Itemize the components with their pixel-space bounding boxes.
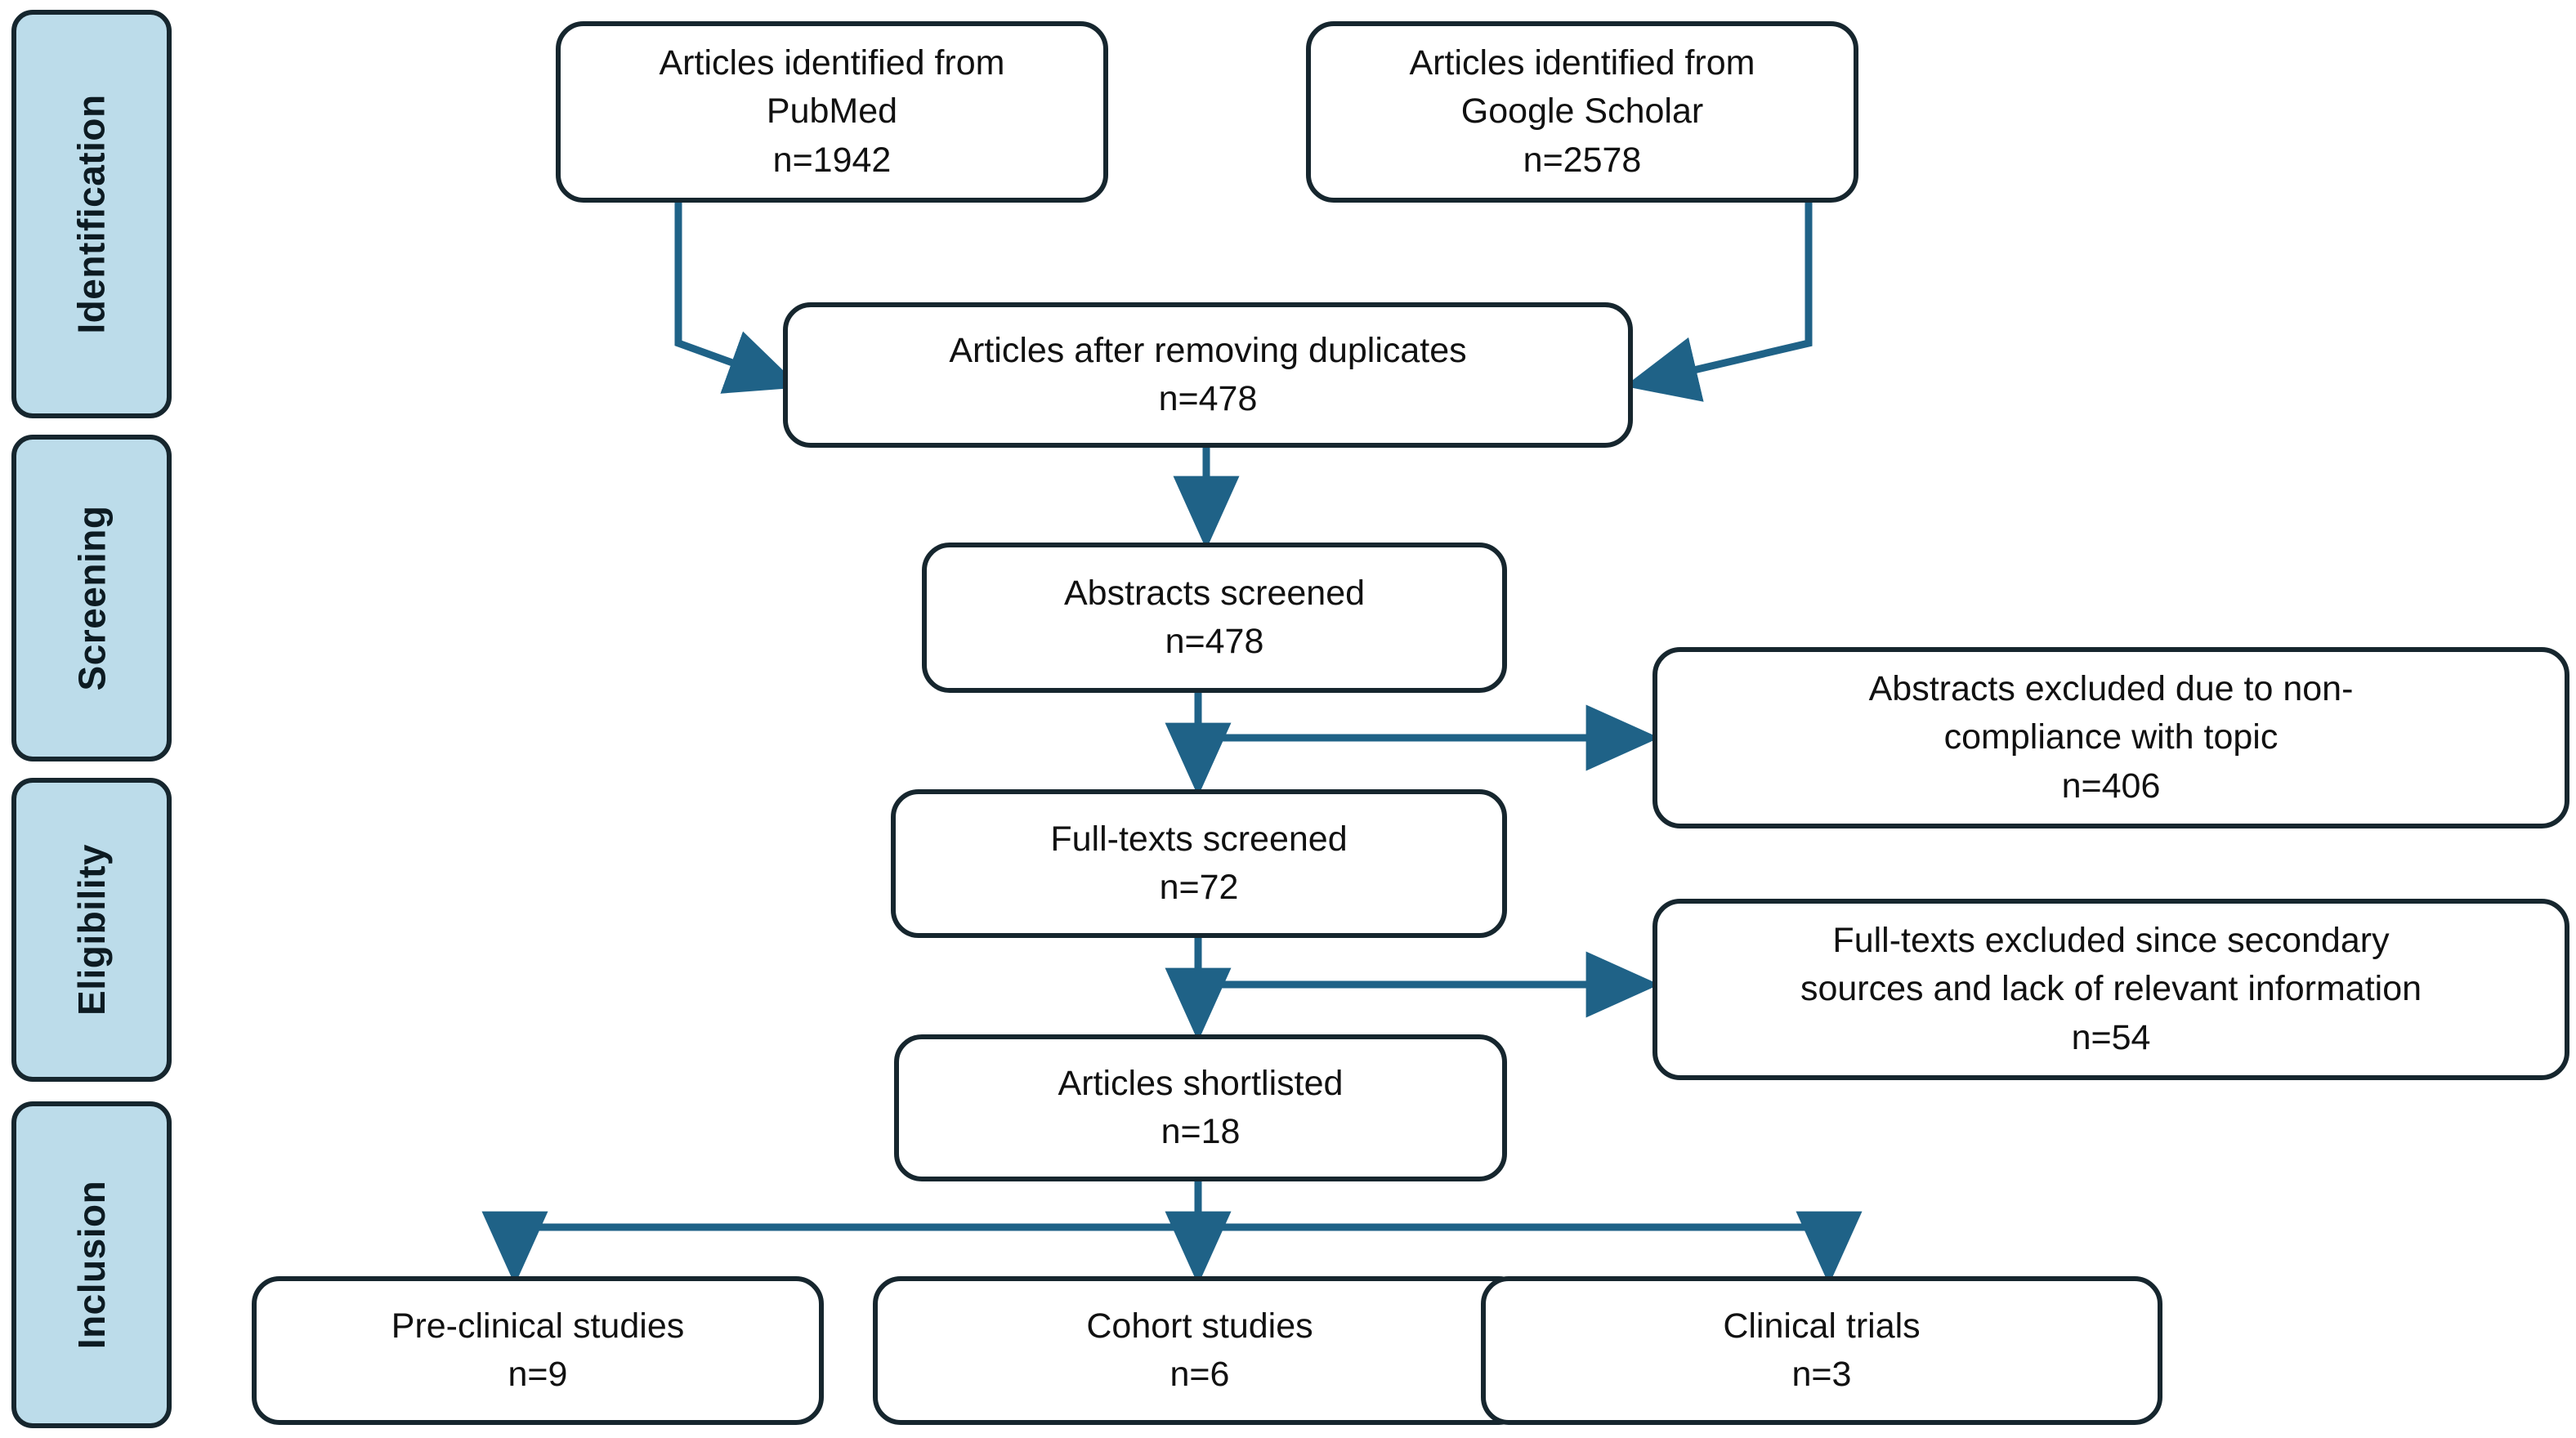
- node-abstracts-excluded: Abstracts excluded due to non- complianc…: [1652, 647, 2569, 828]
- node-preclinical-studies: Pre-clinical studies n=9: [252, 1276, 824, 1425]
- connector-bus-to-trials: [1198, 1211, 1863, 1285]
- node-after-removing-duplicates: Articles after removing duplicates n=478: [783, 302, 1633, 448]
- connector-scholar-to-duplicates: [1624, 203, 1813, 402]
- node-duplicates-line1: Articles after removing duplicates: [949, 330, 1467, 370]
- node-cohort-studies: Cohort studies n=6: [873, 1276, 1527, 1425]
- node-preclinical-count: n=9: [508, 1355, 568, 1394]
- node-fulltexts-excluded-line2: sources and lack of relevant information: [1800, 969, 2422, 1009]
- node-google-scholar-line1: Articles identified from: [1409, 43, 1755, 83]
- node-google-scholar-count: n=2578: [1523, 140, 1642, 180]
- stage-identification: Identification: [11, 10, 172, 418]
- node-abstracts-excluded-line2: compliance with topic: [1943, 717, 2279, 757]
- node-abstracts-line1: Abstracts screened: [1063, 573, 1366, 613]
- node-clinical-trials: Clinical trials n=3: [1481, 1276, 2162, 1425]
- stage-eligibility-label: Eligibility: [70, 844, 113, 1016]
- node-google-scholar: Articles identified from Google Scholar …: [1306, 21, 1858, 203]
- node-trials-count: n=3: [1791, 1355, 1852, 1394]
- stage-inclusion: Inclusion: [11, 1101, 172, 1428]
- connector-pubmed-to-duplicates: [674, 203, 801, 394]
- node-shortlisted-line1: Articles shortlisted: [1058, 1063, 1344, 1103]
- node-pubmed-line1: Articles identified from: [659, 43, 1005, 83]
- node-cohort-count: n=6: [1169, 1355, 1230, 1394]
- node-fulltexts-excluded-line1: Full-texts excluded since secondary: [1832, 921, 2390, 960]
- node-fulltexts-screened: Full-texts screened n=72: [891, 789, 1507, 938]
- node-google-scholar-line2: Google Scholar: [1460, 92, 1704, 132]
- node-pubmed-count: n=1942: [772, 140, 892, 180]
- node-fulltexts-excluded: Full-texts excluded since secondary sour…: [1652, 899, 2569, 1080]
- node-abstracts-excluded-line1: Abstracts excluded due to non-: [1868, 669, 2354, 708]
- stage-identification-label: Identification: [70, 94, 114, 334]
- node-trials-line1: Clinical trials: [1723, 1306, 1921, 1346]
- node-fulltexts-line1: Full-texts screened: [1050, 819, 1348, 859]
- stage-screening-label: Screening: [70, 505, 114, 691]
- stage-screening: Screening: [11, 435, 172, 761]
- node-duplicates-count: n=478: [1158, 379, 1258, 418]
- node-fulltexts-excluded-count: n=54: [2071, 1017, 2151, 1057]
- node-articles-shortlisted: Articles shortlisted n=18: [894, 1034, 1507, 1181]
- node-abstracts-excluded-count: n=406: [2061, 766, 2161, 806]
- node-shortlisted-count: n=18: [1161, 1112, 1241, 1151]
- node-pubmed-line2: PubMed: [766, 92, 898, 132]
- node-fulltexts-count: n=72: [1159, 868, 1239, 907]
- stage-inclusion-label: Inclusion: [70, 1180, 113, 1350]
- node-abstracts-count: n=478: [1165, 622, 1264, 661]
- stage-eligibility: Eligibility: [11, 778, 172, 1082]
- node-preclinical-line1: Pre-clinical studies: [391, 1306, 685, 1346]
- node-pubmed: Articles identified from PubMed n=1942: [556, 21, 1108, 203]
- node-cohort-line1: Cohort studies: [1086, 1306, 1313, 1346]
- node-abstracts-screened: Abstracts screened n=478: [922, 543, 1507, 693]
- connector-bus-to-preclinical: [481, 1211, 1198, 1285]
